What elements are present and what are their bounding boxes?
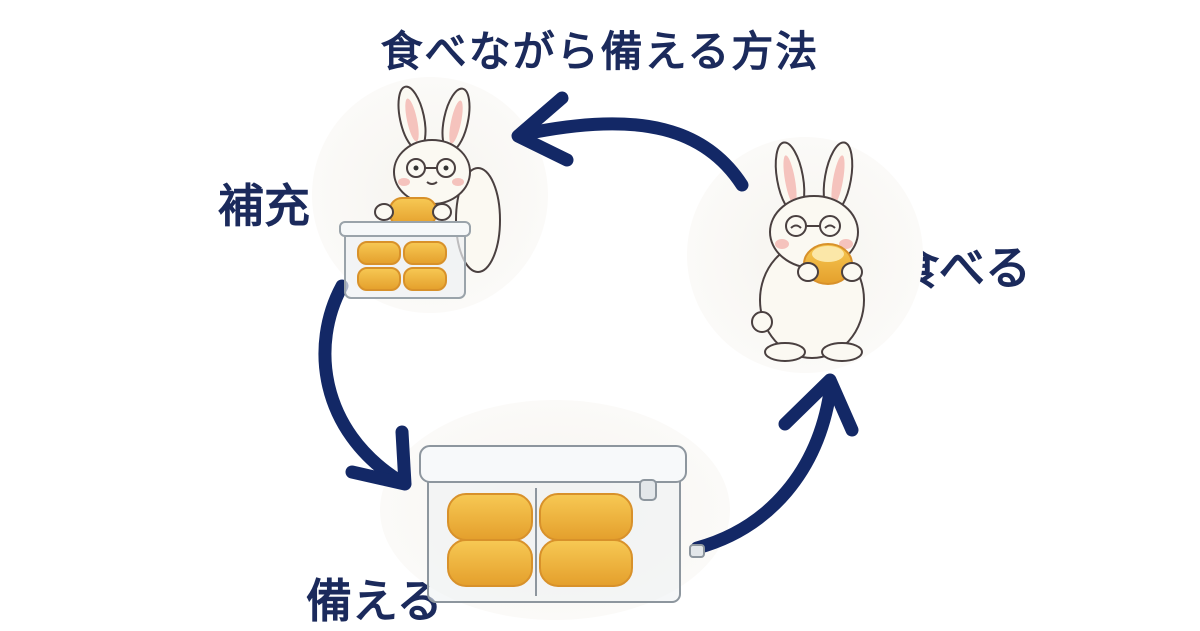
cycle-arrowhead-store: [345, 425, 412, 491]
cycle-arrow-store-to-eat: [690, 385, 837, 555]
step-label-store: 備える: [306, 574, 443, 628]
cycle-arrowhead-eat: [778, 373, 859, 437]
cycle-arrow-eat-to-refill: [528, 117, 749, 192]
rabbit-eating-illustration: [751, 141, 865, 362]
page-title: 食べながら備える方法: [380, 27, 820, 76]
step-label-refill: 補充: [218, 179, 310, 233]
storage-box-illustration: [419, 445, 705, 603]
cycle-arrowhead-refill: [511, 91, 574, 167]
cycle-arrow-refill-to-store: [318, 279, 405, 487]
rabbit-refilling-illustration: [339, 85, 501, 299]
